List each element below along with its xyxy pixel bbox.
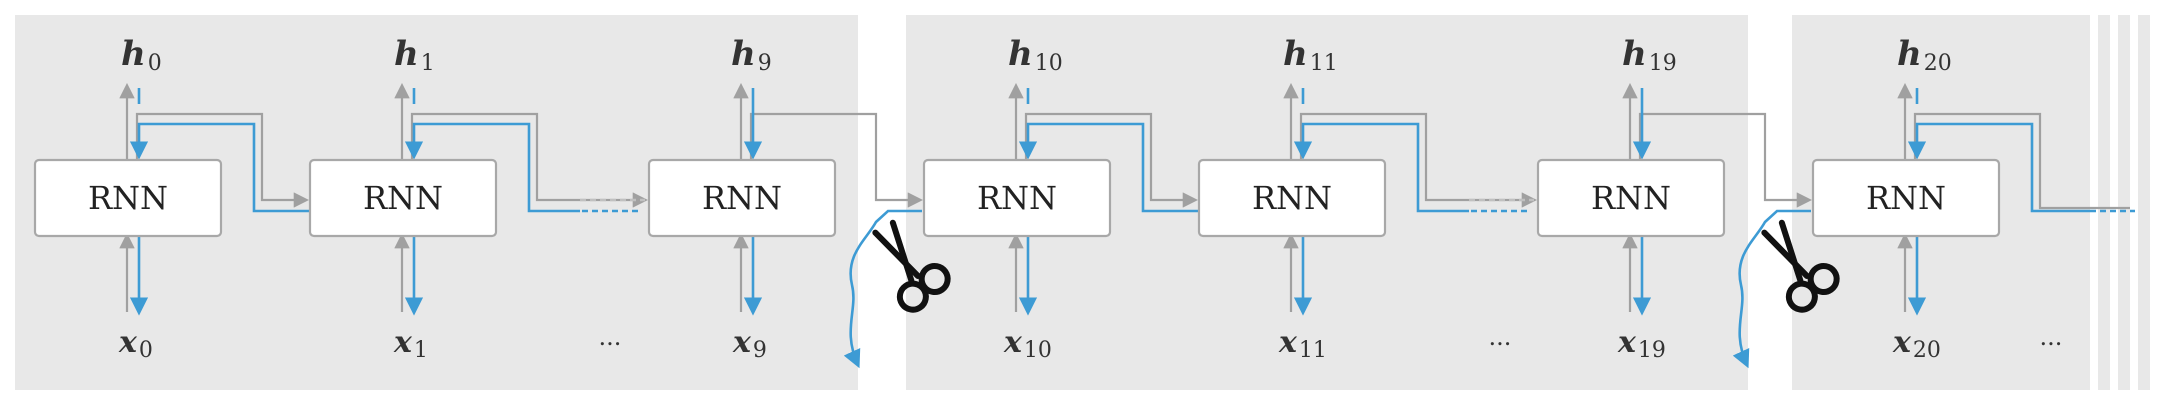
ellipsis-labels: ... ... ...: [599, 323, 2063, 351]
input-label-x0: x0: [118, 325, 153, 363]
rnn-label: RNN: [977, 179, 1057, 217]
rnn-box: [1197, 158, 1387, 238]
rnn-label: RNN: [1866, 179, 1946, 217]
segment-stripe-1: [2098, 15, 2110, 390]
hidden-state-labels: h0 h1 h9 h10 h11 h19 h20: [121, 34, 1952, 76]
continuation-dashes: [580, 198, 2135, 213]
hidden-state-label-h19: h19: [1622, 34, 1677, 76]
forward-connection-11-19: [1299, 112, 1538, 208]
forward-connection-10-11: [1024, 112, 1199, 208]
forward-connection-19-20: [1638, 112, 1813, 208]
ellipsis-2: ...: [1489, 323, 1512, 351]
segment-stripe-2: [2118, 15, 2130, 390]
input-label-x9: x9: [732, 325, 767, 363]
gradient-19-to-11: [1293, 122, 1469, 213]
hidden-state-label-h9: h9: [731, 34, 772, 76]
rnn-label: RNN: [363, 179, 443, 217]
hidden-state-label-h1: h1: [394, 34, 435, 76]
forward-connection-9-10: [749, 112, 924, 208]
segment-stripe-3: [2138, 15, 2150, 390]
input-label-x19: x19: [1617, 325, 1666, 363]
rnn-box: [308, 158, 498, 238]
rnn-label: RNN: [702, 179, 782, 217]
rnn-label: RNN: [88, 179, 168, 217]
hidden-state-label-h20: h20: [1897, 34, 1952, 76]
rnn-label: RNN: [1591, 179, 1671, 217]
rnn-label: RNN: [1252, 179, 1332, 217]
ellipsis-1: ...: [599, 323, 622, 351]
input-label-x1: x1: [393, 325, 428, 363]
gradient-9-to-1: [404, 122, 580, 213]
input-label-x20: x20: [1892, 325, 1941, 363]
gradient-11-to-10: [1018, 122, 1199, 213]
hidden-state-label-h11: h11: [1283, 34, 1338, 76]
rnn-cells: RNN RNN RNN RNN RNN RNN RNN: [33, 158, 2001, 238]
forward-recurrent-connections: [135, 112, 2130, 210]
hidden-state-up-arrows: [119, 82, 1913, 160]
input-labels: x0 x1 x9 x10 x11 x19 x20: [118, 325, 1941, 363]
input-label-x10: x10: [1003, 325, 1052, 363]
forward-connection-0-1: [135, 112, 310, 208]
truncated-gradient-tail-2: [1732, 209, 1811, 369]
rnn-box: [922, 158, 1112, 238]
rnn-cell-1: RNN: [308, 158, 498, 238]
rnn-cell-10: RNN: [922, 158, 1112, 238]
rnn-cell-20: RNN: [1811, 158, 2001, 238]
rnn-cell-11: RNN: [1197, 158, 1387, 238]
hidden-state-label-h10: h10: [1008, 34, 1063, 76]
hidden-state-label-h0: h0: [121, 34, 162, 76]
gradient-1-to-0: [129, 122, 310, 213]
forward-connection-20-out: [1913, 112, 2130, 210]
rnn-cell-0: RNN: [33, 158, 223, 238]
rnn-box: [1811, 158, 2001, 238]
ellipsis-3: ...: [2040, 323, 2063, 351]
rnn-box: [33, 158, 223, 238]
backward-gradient-paths: [129, 88, 2090, 369]
rnn-box: [647, 158, 837, 238]
rnn-box: [1536, 158, 1726, 238]
scissors-icon: [872, 219, 951, 313]
input-label-x11: x11: [1278, 325, 1327, 363]
gradient-out-to-20: [1907, 122, 2090, 213]
rnn-cell-9: RNN: [647, 158, 837, 238]
truncated-gradient-tail-1: [843, 209, 922, 369]
input-up-arrows: [119, 232, 1913, 312]
forward-connection-1-9: [410, 112, 649, 208]
rnn-cell-19: RNN: [1536, 158, 1726, 238]
scissors-icon: [1761, 219, 1840, 313]
